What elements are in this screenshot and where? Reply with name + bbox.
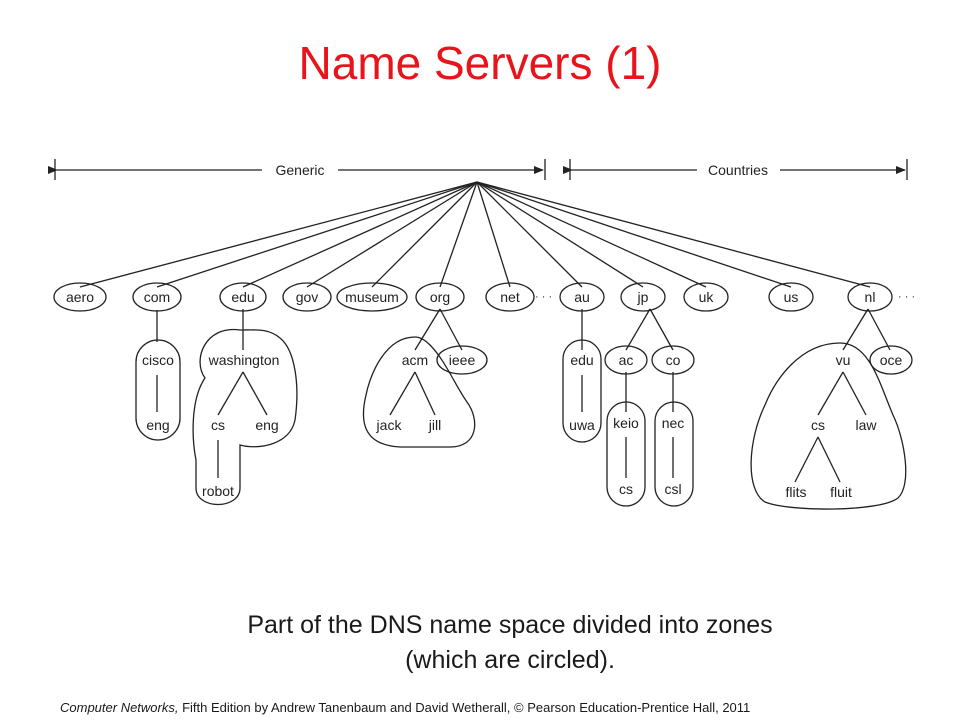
slide-title: Name Servers (1) xyxy=(298,37,662,89)
node-flits: flits xyxy=(786,484,807,500)
node-vu-cs: cs xyxy=(811,417,825,433)
node-robot: robot xyxy=(202,483,234,499)
ieee-node xyxy=(436,345,488,375)
ellipsis-after-net: · · · xyxy=(535,291,552,303)
subtree-edges xyxy=(156,308,891,483)
node-washington: washington xyxy=(208,352,280,368)
washington-zone xyxy=(192,328,298,506)
cisco-zone xyxy=(135,339,181,441)
acm-zone xyxy=(362,336,476,448)
vu-zone xyxy=(750,342,907,510)
node-jill: jill xyxy=(428,417,441,433)
node-com: com xyxy=(144,289,170,305)
node-washington-cs: cs xyxy=(211,417,225,433)
countries-bracket xyxy=(563,159,908,180)
node-fluit: fluit xyxy=(830,484,852,500)
node-nl: nl xyxy=(865,289,876,305)
root-edges xyxy=(79,181,871,288)
node-au: au xyxy=(574,289,590,305)
countries-label: Countries xyxy=(708,162,768,178)
node-museum: museum xyxy=(345,289,399,305)
node-law: law xyxy=(855,417,877,433)
node-keio-cs: cs xyxy=(619,481,633,497)
node-nec: nec xyxy=(662,415,685,431)
nec-zone xyxy=(654,401,694,507)
footer-credit: Fifth Edition by Andrew Tanenbaum and Da… xyxy=(178,700,751,715)
keio-zone xyxy=(606,401,646,507)
generic-label: Generic xyxy=(275,162,324,178)
node-uwa: uwa xyxy=(569,417,595,433)
footer-book-title: Computer Networks, xyxy=(60,700,179,715)
co-node xyxy=(651,345,695,375)
node-ieee: ieee xyxy=(449,352,476,368)
ac-node xyxy=(604,345,648,375)
node-ac: ac xyxy=(619,352,634,368)
caption-line-1: Part of the DNS name space divided into … xyxy=(247,611,773,639)
node-org: org xyxy=(430,289,450,305)
node-edu: edu xyxy=(231,289,254,305)
node-vu: vu xyxy=(836,352,851,368)
footer-citation: Computer Networks, Fifth Edition by Andr… xyxy=(60,700,940,715)
oce-node xyxy=(869,345,913,375)
node-keio: keio xyxy=(613,415,639,431)
node-net: net xyxy=(500,289,520,305)
generic-bracket xyxy=(48,159,546,180)
dns-zone-diagram: · · · · · · Generic Countries aero com e… xyxy=(48,159,915,510)
node-csl: csl xyxy=(664,481,681,497)
au-edu-zone xyxy=(562,339,602,443)
node-aero: aero xyxy=(66,289,94,305)
node-cisco: cisco xyxy=(142,352,174,368)
node-cisco-eng: eng xyxy=(146,417,169,433)
node-au-edu: edu xyxy=(570,352,593,368)
node-oce: oce xyxy=(880,352,903,368)
node-jp: jp xyxy=(637,289,649,305)
ellipsis-after-nl: · · · xyxy=(898,291,915,303)
node-uk: uk xyxy=(699,289,715,305)
node-gov: gov xyxy=(296,289,319,305)
node-us: us xyxy=(784,289,799,305)
node-co: co xyxy=(666,352,681,368)
figure-caption: Part of the DNS name space divided into … xyxy=(130,608,890,678)
tld-node-shapes xyxy=(53,282,893,312)
caption-line-2: (which are circled). xyxy=(405,646,615,674)
node-jack: jack xyxy=(376,417,403,433)
node-acm: acm xyxy=(402,352,428,368)
node-washington-eng: eng xyxy=(255,417,278,433)
